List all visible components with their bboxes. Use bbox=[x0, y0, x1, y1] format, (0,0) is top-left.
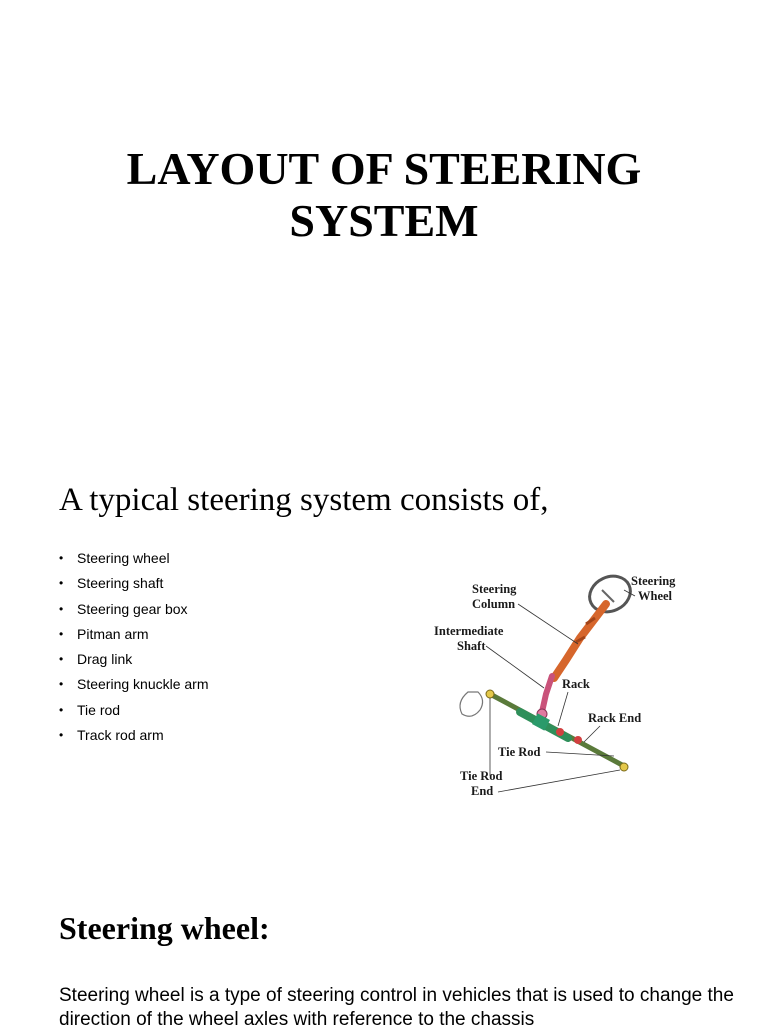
steering-wheel-drawing bbox=[588, 574, 632, 614]
leader-line bbox=[545, 751, 615, 757]
leader-line bbox=[557, 691, 569, 727]
label-tie-rod-end-1: Tie Rod bbox=[460, 769, 503, 783]
label-steering-wheel-2: Wheel bbox=[638, 589, 673, 603]
components-list: Steering wheel Steering shaft Steering g… bbox=[59, 546, 209, 749]
list-item: Steering shaft bbox=[59, 571, 209, 597]
intermediate-shaft-drawing bbox=[539, 673, 555, 715]
tie-rod-end-left bbox=[485, 689, 495, 699]
steering-column-detail bbox=[575, 616, 596, 644]
label-tie-rod: Tie Rod bbox=[498, 745, 541, 759]
label-tie-rod-end-2: End bbox=[471, 784, 493, 798]
leader-line bbox=[583, 725, 601, 743]
label-steering-column-1: Steering bbox=[472, 582, 517, 596]
label-steering-column-2: Column bbox=[472, 597, 515, 611]
list-item: Pitman arm bbox=[59, 622, 209, 648]
leader-line bbox=[485, 645, 545, 689]
label-rack: Rack bbox=[562, 677, 590, 691]
label-rack-end: Rack End bbox=[588, 711, 641, 725]
page-title: LAYOUT OF STEERING SYSTEM bbox=[0, 143, 768, 247]
leader-line bbox=[623, 589, 636, 597]
intro-text: A typical steering system consists of, bbox=[59, 482, 549, 518]
list-item: Steering knuckle arm bbox=[59, 672, 209, 698]
tie-rod-end-right bbox=[619, 762, 629, 772]
list-item: Steering gear box bbox=[59, 597, 209, 623]
title-line-1: LAYOUT OF STEERING bbox=[126, 142, 642, 194]
section-heading: Steering wheel: bbox=[59, 910, 270, 946]
label-intermediate-shaft-2: Shaft bbox=[457, 639, 486, 653]
list-item: Steering wheel bbox=[59, 546, 209, 572]
wheel-spoke bbox=[601, 589, 615, 603]
rack-boot bbox=[574, 736, 582, 744]
steering-system-diagram: Steering Column Steering Wheel Intermedi… bbox=[434, 574, 676, 798]
list-item: Drag link bbox=[59, 647, 209, 673]
list-item: Track rod arm bbox=[59, 723, 209, 749]
gear-housing bbox=[532, 713, 550, 731]
section-body: Steering wheel is a type of steering con… bbox=[59, 985, 734, 1030]
list-item: Tie rod bbox=[59, 698, 209, 724]
leader-line bbox=[517, 603, 579, 645]
knuckle-drawing bbox=[459, 691, 484, 717]
rack-boot bbox=[556, 728, 564, 736]
label-steering-wheel-1: Steering bbox=[631, 574, 676, 588]
title-line-2: SYSTEM bbox=[289, 194, 479, 246]
leader-line bbox=[497, 769, 621, 793]
label-intermediate-shaft-1: Intermediate bbox=[434, 624, 504, 638]
